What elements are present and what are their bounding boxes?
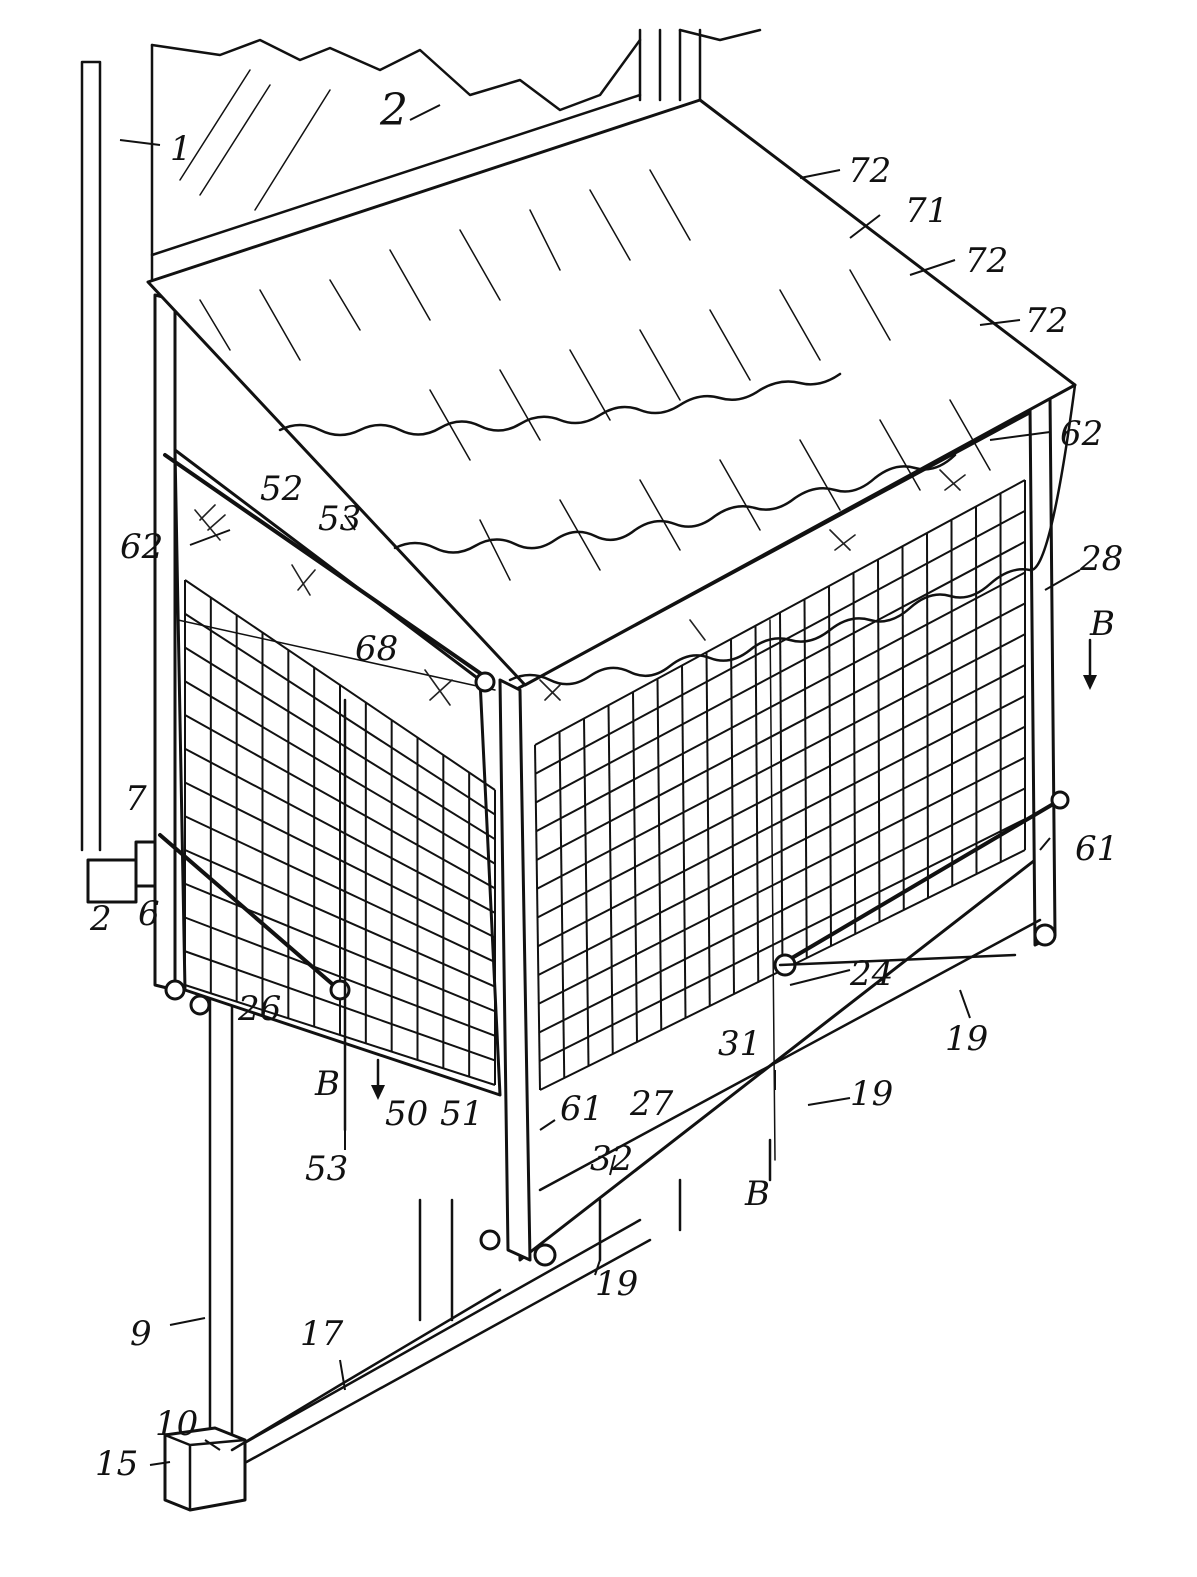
label-b-left: B <box>314 1064 340 1104</box>
left-grid-panel <box>184 579 496 1086</box>
label-9: 9 <box>130 1314 152 1354</box>
label-15: 15 <box>95 1444 138 1484</box>
support-bracket <box>86 840 682 1512</box>
corrugated-roof <box>146 98 1077 687</box>
label-28: 28 <box>1079 539 1123 579</box>
label-31: 31 <box>718 1024 761 1064</box>
label-53-bottom: 53 <box>305 1149 348 1189</box>
label-27: 27 <box>629 1084 674 1124</box>
label-1: 1 <box>170 129 192 169</box>
label-b-bottom: B <box>744 1174 770 1214</box>
building-wall <box>80 28 762 852</box>
cabinet-left-side <box>153 293 502 1097</box>
label-61-front: 61 <box>560 1089 603 1129</box>
label-62-right: 62 <box>1060 414 1103 454</box>
label-32: 32 <box>590 1139 633 1179</box>
label-71: 71 <box>905 191 948 231</box>
label-62-left: 62 <box>120 527 163 567</box>
label-61-right: 61 <box>1075 829 1118 869</box>
label-50: 50 <box>385 1094 428 1134</box>
front-grid-panel <box>534 479 1026 1091</box>
label-6: 6 <box>138 894 160 934</box>
label-72-c: 72 <box>1025 301 1068 341</box>
label-24: 24 <box>849 954 893 994</box>
leader-lines <box>119 104 1081 1466</box>
label-17: 17 <box>300 1314 344 1354</box>
label-68: 68 <box>355 629 398 669</box>
label-26: 26 <box>237 989 281 1029</box>
reference-numerals: 1 2 72 71 72 72 62 52 53 62 68 28 B 7 61… <box>89 85 1123 1484</box>
label-72-a: 72 <box>848 151 891 191</box>
label-2-top: 2 <box>379 85 408 136</box>
label-19-c: 19 <box>595 1264 638 1304</box>
label-72-b: 72 <box>965 241 1008 281</box>
label-53-top: 53 <box>318 499 361 539</box>
section-arrows <box>371 638 1097 1182</box>
label-7: 7 <box>125 779 147 819</box>
label-19-a: 19 <box>945 1019 988 1059</box>
rollers-and-cables <box>158 453 1070 1452</box>
label-10: 10 <box>155 1404 198 1444</box>
label-52: 52 <box>260 469 303 509</box>
label-51: 51 <box>440 1094 483 1134</box>
label-b-right: B <box>1089 604 1115 644</box>
label-2-left: 2 <box>89 899 112 939</box>
label-19-b: 19 <box>850 1074 893 1114</box>
mesh-hatches <box>194 469 966 706</box>
cabinet-front <box>498 393 1057 1262</box>
